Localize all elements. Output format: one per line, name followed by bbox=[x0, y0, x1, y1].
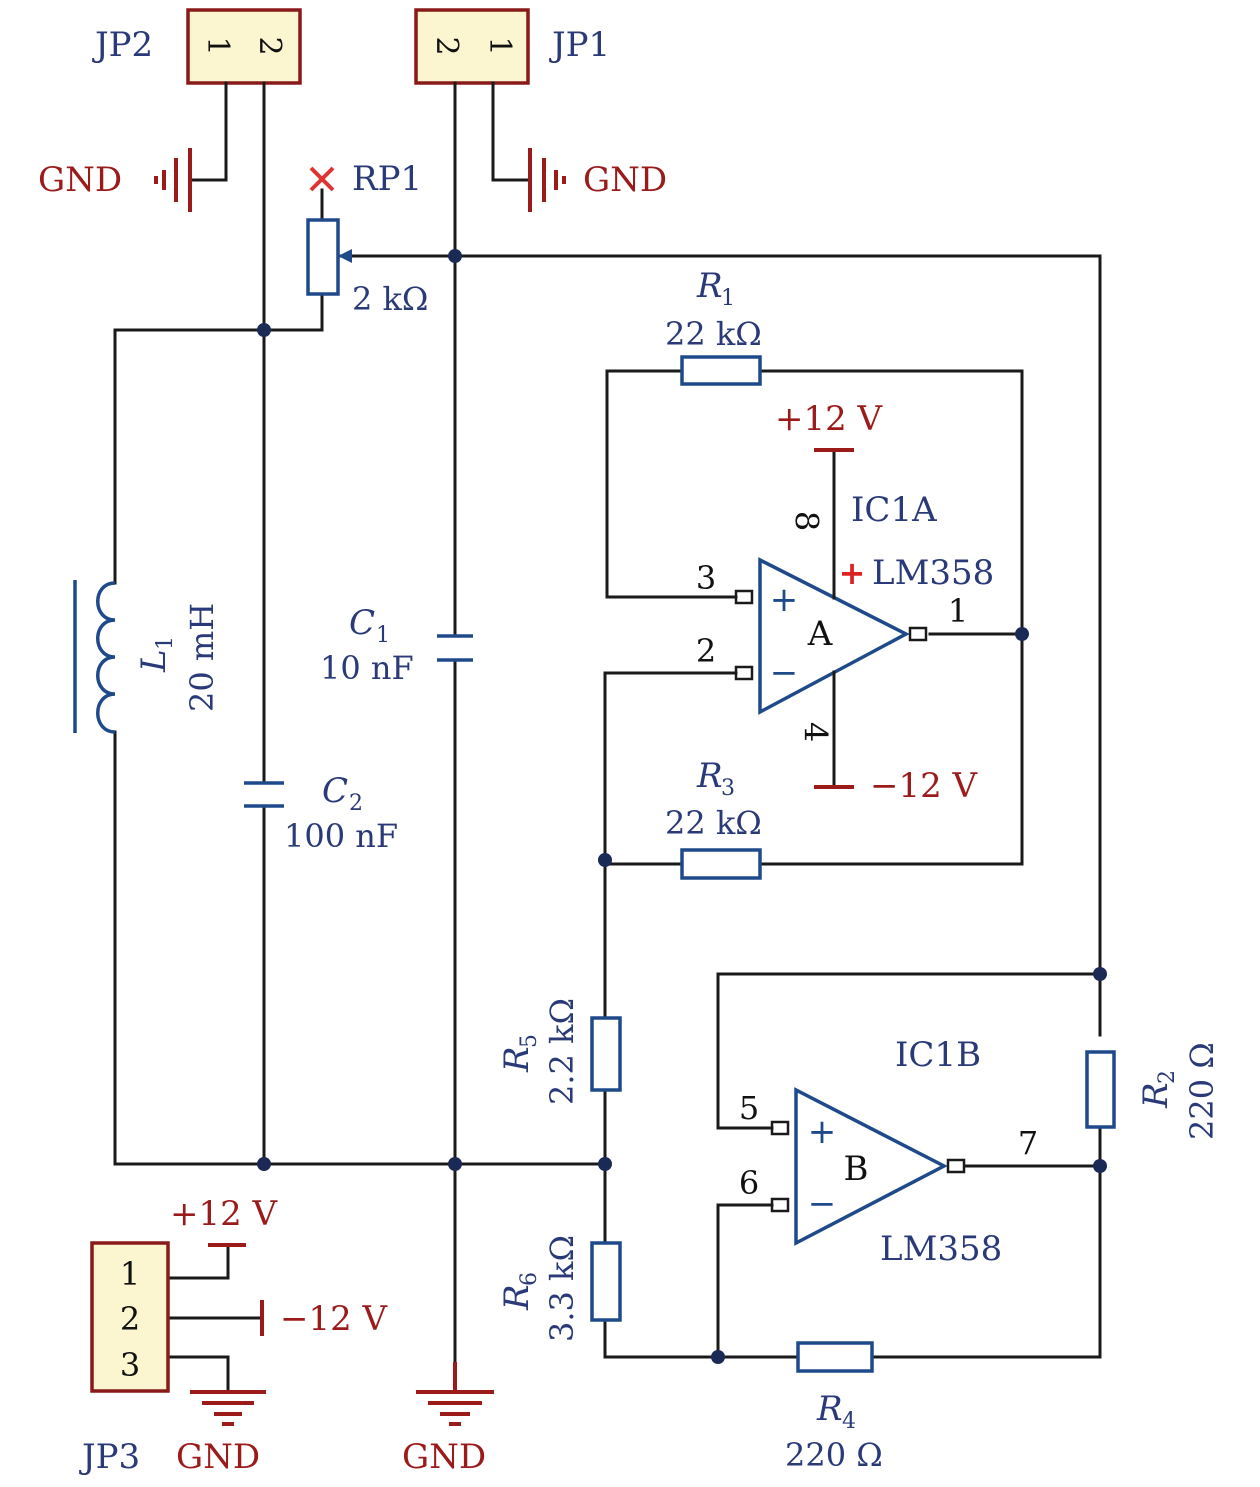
r5-ref: R bbox=[497, 1046, 537, 1073]
opamp-b-letter: B bbox=[844, 1149, 869, 1189]
gnd-jp1-label: GND bbox=[583, 160, 667, 200]
jp1-pin-2: 2 bbox=[429, 36, 464, 55]
opamp-a-vminus-label: −12 V bbox=[870, 766, 979, 806]
r2-value: 220 Ω bbox=[1183, 1042, 1221, 1140]
c1-value: 10 nF bbox=[320, 649, 414, 687]
wires bbox=[113, 81, 1102, 1394]
rp1-label: RP1 bbox=[352, 159, 422, 199]
opamp-a-pin-4: 4 bbox=[797, 722, 835, 742]
opamp-b-pin-6: 6 bbox=[739, 1164, 759, 1202]
opamp-a-pin-3: 3 bbox=[696, 559, 716, 597]
r4-sub: 4 bbox=[842, 1409, 856, 1434]
jp3-pin-1: 1 bbox=[120, 1255, 140, 1293]
jp3-body bbox=[90, 1241, 170, 1393]
jp2-label: JP2 bbox=[92, 25, 153, 65]
jp3-vminus-label: −12 V bbox=[280, 1299, 389, 1339]
resistor-r2: R 2 220 Ω bbox=[1085, 1042, 1221, 1140]
jp1-label: JP1 bbox=[549, 25, 610, 65]
opamp-ic1a: + − + A 3 2 1 8 4 IC1A LM358 +12 V −12 V bbox=[696, 399, 994, 806]
gnd-jp2-label: GND bbox=[38, 160, 122, 200]
r5-sub: 5 bbox=[517, 1034, 542, 1048]
connector-jp1: 2 1 JP1 bbox=[414, 8, 610, 85]
r4-value: 220 Ω bbox=[785, 1436, 883, 1474]
r2-sub: 2 bbox=[1155, 1070, 1180, 1084]
c1-sub: 1 bbox=[376, 623, 390, 648]
jp2-body bbox=[186, 8, 302, 85]
r1-sub: 1 bbox=[721, 286, 735, 311]
r6-sub: 6 bbox=[517, 1272, 542, 1286]
opamp-a-ref: IC1A bbox=[851, 490, 937, 530]
rp1-body bbox=[306, 218, 340, 296]
jp3-gnd-symbol bbox=[190, 1390, 266, 1426]
opamp-b-part: LM358 bbox=[880, 1229, 1002, 1269]
r3-ref: R bbox=[696, 756, 723, 796]
l1-sub: 1 bbox=[153, 636, 178, 650]
jp1-body bbox=[414, 8, 530, 85]
resistor-r6: R 6 3.3 kΩ bbox=[497, 1235, 622, 1342]
l1-value: 20 mH bbox=[183, 603, 221, 712]
opamp-a-vplus-marker: + bbox=[839, 554, 866, 592]
gnd-jp2: GND bbox=[38, 148, 192, 212]
opamp-b-pin-7: 7 bbox=[1018, 1124, 1038, 1162]
rp1-value: 2 kΩ bbox=[352, 280, 428, 318]
jp3-label: JP3 bbox=[79, 1437, 140, 1477]
gnd-bottom-label: GND bbox=[402, 1437, 486, 1477]
c2-value: 100 nF bbox=[284, 817, 398, 855]
opamp-a-plus-sign: + bbox=[770, 580, 799, 620]
jp3-gnd-label: GND bbox=[176, 1437, 260, 1477]
capacitor-c2: C 2 100 nF bbox=[244, 771, 398, 855]
inductor-coil bbox=[96, 581, 116, 734]
resistor-r1: R 1 22 kΩ bbox=[665, 266, 762, 386]
c2-sub: 2 bbox=[349, 791, 363, 816]
r4-ref: R bbox=[816, 1389, 843, 1429]
opamp-a-letter: A bbox=[807, 614, 833, 654]
jp2-pin-1: 1 bbox=[200, 36, 235, 55]
connector-jp2: 1 2 JP2 bbox=[92, 8, 302, 85]
c2-ref: C bbox=[322, 771, 348, 811]
opamp-a-pin-2: 2 bbox=[696, 632, 716, 670]
r3-sub: 3 bbox=[721, 776, 735, 801]
opamp-a-part: LM358 bbox=[872, 553, 994, 593]
opamp-b-ref: IC1B bbox=[895, 1035, 981, 1075]
jp1-pin-1: 1 bbox=[482, 36, 517, 55]
gnd-jp1: GND bbox=[528, 148, 667, 212]
l1-ref: L bbox=[134, 649, 174, 673]
opamp-b-triangle bbox=[794, 1087, 948, 1246]
r6-ref: R bbox=[497, 1284, 537, 1311]
gnd-bottom: GND bbox=[402, 1362, 494, 1477]
r5-value: 2.2 kΩ bbox=[543, 998, 581, 1105]
connector-jp3: 1 2 3 +12 V −12 V JP3 GND bbox=[79, 1194, 389, 1477]
resistor-r5: R 5 2.2 kΩ bbox=[497, 998, 622, 1105]
junction-dots bbox=[257, 249, 1107, 1364]
r1-ref: R bbox=[696, 266, 723, 306]
jp3-pin-3: 3 bbox=[120, 1346, 140, 1384]
r3-value: 22 kΩ bbox=[665, 804, 762, 842]
opamp-a-pin-1: 1 bbox=[948, 592, 968, 630]
inductor-l1: L 1 20 mH bbox=[73, 580, 221, 734]
opamp-a-minus-sign: − bbox=[770, 653, 799, 693]
jp3-vplus-label: +12 V bbox=[170, 1194, 279, 1234]
c1-ref: C bbox=[349, 603, 375, 643]
opamp-b-minus-sign: − bbox=[808, 1184, 837, 1224]
opamp-a-vplus-label: +12 V bbox=[775, 399, 884, 439]
r1-value: 22 kΩ bbox=[665, 315, 762, 353]
opamp-b-pin-5: 5 bbox=[739, 1089, 759, 1127]
capacitor-c1: C 1 10 nF bbox=[320, 603, 473, 687]
potentiometer-rp1: RP1 2 kΩ bbox=[306, 159, 428, 318]
rp1-no-connect-mark bbox=[309, 166, 335, 192]
resistor-r3: R 3 22 kΩ bbox=[665, 756, 762, 880]
r6-value: 3.3 kΩ bbox=[543, 1235, 581, 1342]
resistor-r4: R 4 220 Ω bbox=[785, 1341, 883, 1474]
r2-ref: R bbox=[1136, 1082, 1176, 1109]
opamp-b-plus-sign: + bbox=[808, 1112, 837, 1152]
jp3-pin-2: 2 bbox=[120, 1300, 140, 1338]
jp2-pin-2: 2 bbox=[252, 36, 287, 55]
opamp-ic1b: + − B 5 6 7 IC1B LM358 bbox=[739, 1035, 1038, 1269]
rp1-wiper-arrow bbox=[338, 249, 352, 263]
opamp-a-pin-8: 8 bbox=[788, 511, 826, 531]
